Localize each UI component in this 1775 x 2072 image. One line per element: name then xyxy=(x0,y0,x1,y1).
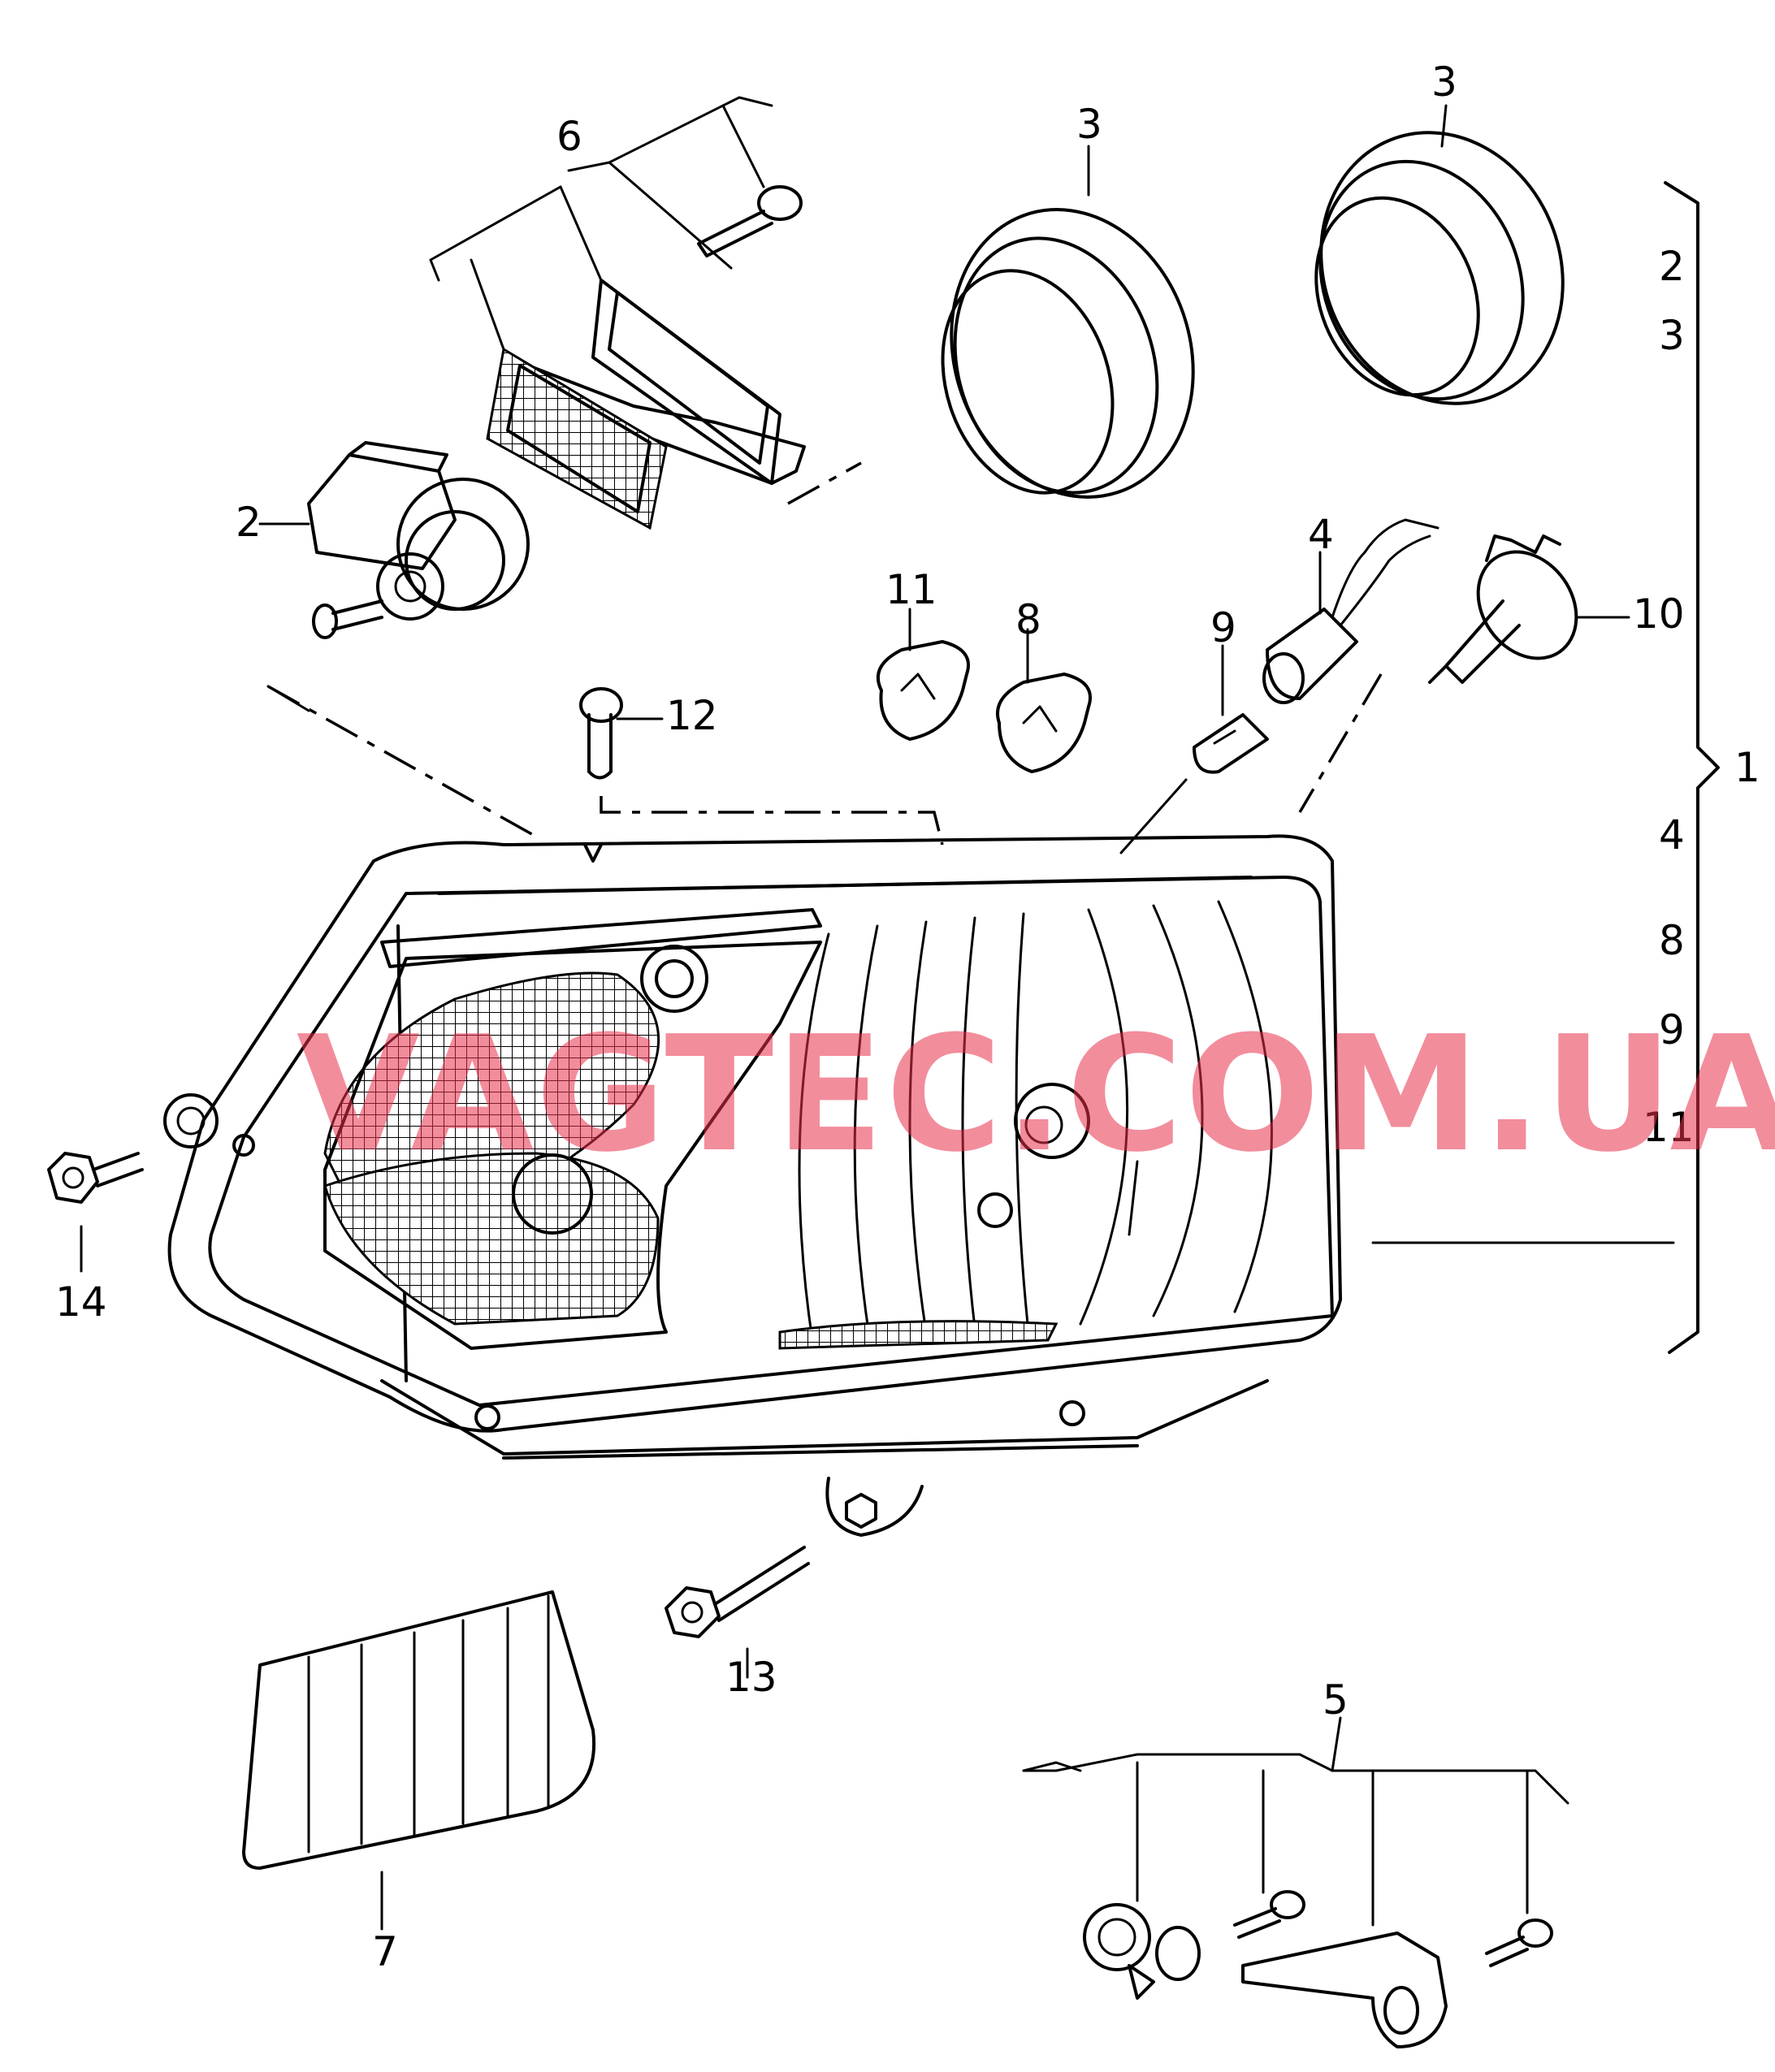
part-4-bulb-holder xyxy=(1262,518,1439,704)
contents-item: 11 xyxy=(1643,1104,1695,1151)
contents-item: 2 xyxy=(1659,243,1685,290)
part-6-cover-kit xyxy=(486,185,806,530)
leader-lines xyxy=(80,96,1675,1931)
part-9-bulb xyxy=(1193,713,1269,774)
part-2-range-motor xyxy=(307,441,530,639)
callout-10: 10 xyxy=(1633,590,1685,638)
part-10-h7-bulb xyxy=(1428,534,1578,684)
assembly-1-bracket xyxy=(1664,181,1720,1354)
part-8-bulb xyxy=(996,673,1092,773)
callout-4: 4 xyxy=(1308,511,1334,558)
callout-8: 8 xyxy=(1015,596,1041,643)
callout-13: 13 xyxy=(725,1654,777,1701)
contents-item: 9 xyxy=(1659,1006,1685,1053)
callout-3-left: 3 xyxy=(1076,101,1102,148)
callout-14: 14 xyxy=(55,1278,107,1326)
callout-9: 9 xyxy=(1210,604,1236,651)
callout-2: 2 xyxy=(236,499,262,546)
part-3-cap-left xyxy=(941,208,1195,499)
part-5-repair-kit xyxy=(1083,1890,1553,2048)
contents-item: 3 xyxy=(1659,312,1685,359)
callout-5: 5 xyxy=(1323,1676,1349,1724)
part-13-bolt xyxy=(665,1546,810,1638)
assembly-1-contents: 2 3 4 8 9 11 xyxy=(1643,243,1695,1151)
callout-1: 1 xyxy=(1734,744,1760,791)
headlamp-housing xyxy=(167,834,1342,1537)
contents-item: 4 xyxy=(1659,811,1685,859)
part-12-screw xyxy=(579,687,623,780)
callout-labels: 1 2 3 3 4 5 6 7 8 9 10 11 12 13 14 xyxy=(55,58,1760,1975)
part-7-lens-panel xyxy=(242,1590,596,1870)
callout-7: 7 xyxy=(372,1928,398,1975)
contents-item: 8 xyxy=(1659,917,1685,964)
callout-11: 11 xyxy=(885,566,937,613)
callout-3-right: 3 xyxy=(1431,58,1457,106)
part-14-bolt xyxy=(47,1093,219,1204)
reflector-ribs xyxy=(798,900,1273,1342)
part-11-bulb xyxy=(877,640,970,741)
callout-12: 12 xyxy=(666,692,718,739)
watermark: VAGTEC.COM.UA xyxy=(297,1002,1775,1187)
callout-6: 6 xyxy=(556,113,582,160)
part-3-cap-right xyxy=(1314,131,1565,405)
